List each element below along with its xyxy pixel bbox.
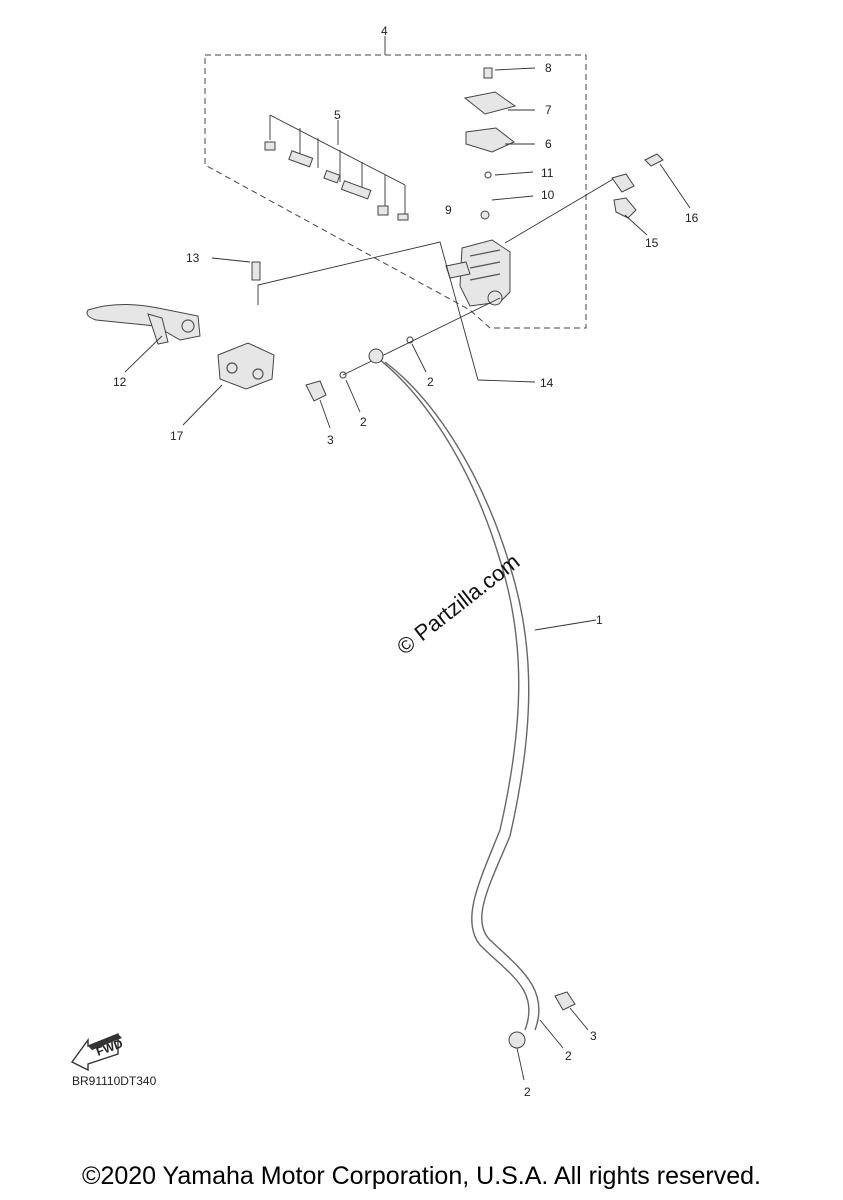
callout-2d: 2 (524, 1085, 531, 1099)
callout-16: 16 (685, 211, 699, 225)
callout-2b: 2 (360, 415, 367, 429)
master-cylinder-body (445, 239, 511, 307)
callout-15: 15 (645, 236, 659, 250)
drawing-code: BR91110DT340 (72, 1074, 157, 1088)
assembly-boundary (204, 54, 587, 329)
callout-12: 12 (113, 375, 127, 389)
master-cylinder-holder (182, 342, 275, 426)
callout-2: 2 (427, 375, 434, 389)
parts-diagram: FWD 1 2 2 2 2 3 3 4 5 6 7 8 9 10 11 12 1… (70, 24, 699, 1099)
copyright-notice: ©2020 Yamaha Motor Corporation, U.S.A. A… (82, 1162, 761, 1190)
callout-3b: 3 (590, 1029, 597, 1043)
leader-14 (257, 241, 479, 381)
callout-14: 14 (540, 376, 554, 390)
callout-11: 11 (541, 166, 554, 180)
union-bolt-top (305, 297, 501, 429)
callout-2c: 2 (565, 1049, 572, 1063)
reservoir-cap-parts (463, 67, 536, 220)
brake-hose (368, 348, 597, 1031)
brake-lever (86, 303, 201, 373)
callout-13: 13 (186, 251, 200, 265)
fwd-arrow-icon: FWD (70, 1032, 125, 1072)
callout-3: 3 (327, 433, 334, 447)
callout-1: 1 (596, 613, 603, 627)
callout-17: 17 (170, 429, 184, 443)
seal-kit-parts (264, 114, 409, 221)
callout-6: 6 (545, 137, 552, 151)
callout-7: 7 (545, 103, 552, 117)
callout-5: 5 (334, 108, 341, 122)
callout-8: 8 (545, 61, 552, 75)
bolt-13 (251, 261, 261, 281)
union-bolt-bottom (508, 991, 589, 1081)
brake-switch-parts (504, 153, 691, 244)
callout-10: 10 (541, 188, 555, 202)
callout-4: 4 (381, 24, 388, 38)
callout-9: 9 (445, 203, 452, 217)
